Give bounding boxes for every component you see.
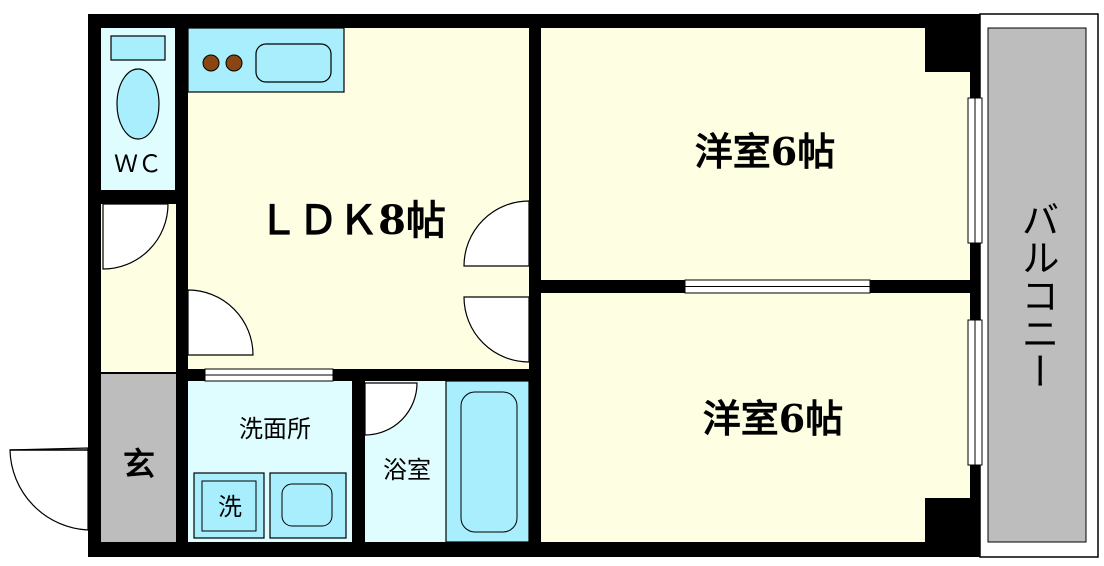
door-ldk-bedroom-south: [463, 296, 530, 363]
door-bath: [364, 382, 418, 436]
label-wc: ＷＣ: [114, 150, 162, 178]
label-washer: 洗: [218, 493, 242, 521]
washer-pan-inner: [201, 480, 257, 532]
label-ldk: ＬＤＫ8帖: [258, 197, 446, 244]
toilet-tank: [110, 35, 166, 61]
stove-burner-right: [225, 54, 243, 72]
bathtub-inner: [460, 391, 518, 533]
label-bath: 浴室: [383, 456, 431, 484]
label-bedroom-north: 洋室6帖: [695, 129, 835, 174]
pillar-se: [925, 498, 970, 542]
entrance-floor: [101, 374, 176, 542]
stove-burner-left: [202, 54, 220, 72]
kitchen-sink: [255, 43, 332, 83]
label-washroom: 洗面所: [239, 415, 311, 443]
door-hall-ldk: [187, 289, 254, 356]
bedroom-south-floor: [541, 293, 970, 542]
door-entrance: [9, 447, 89, 531]
balcony-floor: [987, 27, 1087, 543]
label-bedroom-south: 洋室6帖: [703, 396, 843, 441]
pillar-ne: [925, 28, 970, 72]
bedroom-north-floor: [541, 28, 970, 280]
vanity-basin: [281, 483, 333, 527]
door-ldk-bedroom-north: [463, 200, 530, 267]
label-entrance: 玄: [123, 445, 155, 483]
door-wc: [102, 203, 169, 270]
label-balcony: バルコニー: [1015, 200, 1059, 390]
toilet-bowl: [116, 68, 160, 140]
